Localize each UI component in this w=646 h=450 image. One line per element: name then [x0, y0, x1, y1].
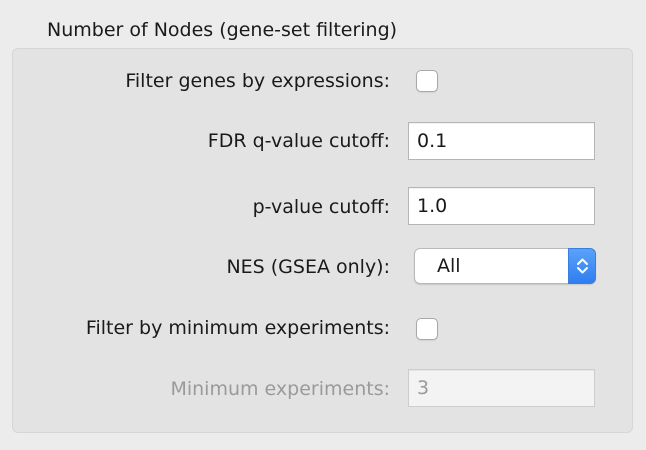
p-cutoff-label: p-value cutoff: — [252, 196, 390, 218]
filter-genes-label: Filter genes by expressions: — [125, 70, 390, 92]
nes-selected-value: All — [437, 255, 461, 277]
chevron-up-down-icon — [568, 248, 596, 284]
p-cutoff-input[interactable]: 1.0 — [408, 187, 595, 225]
min-experiments-input[interactable]: 3 — [408, 369, 595, 407]
gene-set-filter-panel — [12, 48, 633, 433]
nes-select[interactable]: All — [414, 248, 596, 284]
group-title: Number of Nodes (gene-set filtering) — [47, 19, 398, 41]
filter-min-experiments-checkbox[interactable] — [416, 318, 438, 340]
nes-label: NES (GSEA only): — [226, 256, 390, 278]
filter-genes-checkbox[interactable] — [416, 70, 438, 92]
fdr-cutoff-input[interactable]: 0.1 — [408, 122, 595, 160]
filter-min-experiments-label: Filter by minimum experiments: — [85, 317, 390, 339]
fdr-cutoff-label: FDR q-value cutoff: — [207, 130, 390, 152]
min-experiments-label: Minimum experiments: — [170, 378, 390, 400]
